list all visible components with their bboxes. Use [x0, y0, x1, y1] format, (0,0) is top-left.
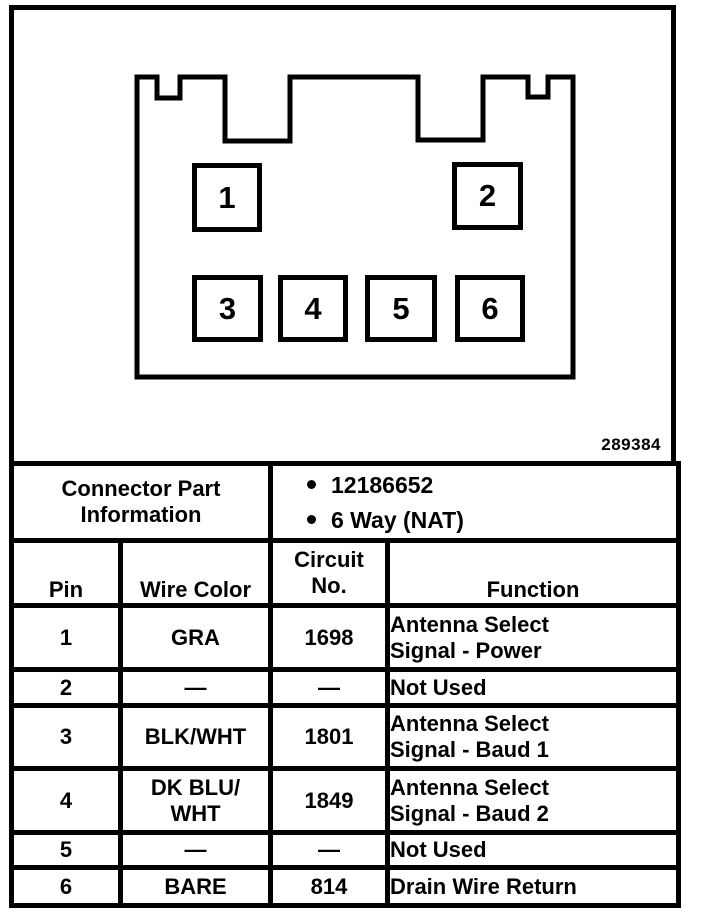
table-header-row: Pin Wire Color Circuit No. Function — [9, 538, 682, 608]
connector-type-bullet: 6 Way (NAT) — [307, 506, 674, 533]
function-cell: Antenna Select Signal - Baud 2 — [384, 766, 682, 835]
pin-4-label: 4 — [304, 290, 322, 326]
connector-outline — [134, 74, 576, 380]
header-function: Function — [384, 538, 682, 608]
pin-5-cavity: 5 — [365, 275, 437, 342]
table-row: 2 — — Not Used — [9, 667, 682, 708]
wire-color-cell: GRA — [118, 603, 273, 672]
pin-cell: 5 — [9, 830, 123, 870]
part-number-bullet: 12186652 — [307, 471, 674, 498]
function-cell: Not Used — [384, 830, 682, 870]
function-cell: Antenna Select Signal - Baud 1 — [384, 703, 682, 771]
pin-cell: 4 — [9, 766, 123, 835]
pin-1-label: 1 — [218, 179, 236, 215]
pin-5-label: 5 — [392, 290, 410, 326]
part-info-label: Connector Part Information — [61, 476, 221, 527]
wire-color-cell: — — [118, 667, 273, 708]
table-row: 5 — — Not Used — [9, 830, 682, 870]
pin-cell: 3 — [9, 703, 123, 771]
wire-color-cell: DK BLU/ WHT — [118, 766, 273, 835]
header-circuit-no: Circuit No. — [268, 538, 390, 608]
pin-4-cavity: 4 — [278, 275, 348, 342]
part-number: 12186652 — [331, 471, 434, 498]
header-pin: Pin — [9, 538, 123, 608]
header-wire-color: Wire Color — [118, 538, 273, 608]
table-row: 1 GRA 1698 Antenna Select Signal - Power — [9, 603, 682, 672]
part-info-values-cell: 12186652 6 Way (NAT) — [267, 461, 682, 543]
function-cell: Not Used — [384, 667, 682, 708]
pin-6-label: 6 — [481, 290, 499, 326]
wire-color-cell: BARE — [118, 865, 273, 908]
pinout-table: Connector Part Information 12186652 6 Wa… — [9, 461, 682, 908]
circuit-cell: 814 — [268, 865, 390, 908]
wire-color-cell: BLK/WHT — [118, 703, 273, 771]
pin-2-label: 2 — [478, 178, 497, 213]
pin-2-cavity: 2 — [452, 162, 523, 230]
pin-6-cavity: 6 — [455, 275, 525, 342]
wire-color-cell: — — [118, 830, 273, 870]
circuit-cell: 1801 — [268, 703, 390, 771]
function-cell: Drain Wire Return — [384, 865, 682, 908]
circuit-cell: 1698 — [268, 603, 390, 672]
pin-3-label: 3 — [218, 290, 237, 326]
function-cell: Antenna Select Signal - Power — [384, 603, 682, 672]
connector-type: 6 Way (NAT) — [331, 506, 464, 533]
pin-cell: 6 — [9, 865, 123, 908]
figure-number: 289384 — [601, 435, 661, 454]
part-info-bullet-list: 12186652 6 Way (NAT) — [276, 471, 674, 533]
table-row: 6 BARE 814 Drain Wire Return — [9, 865, 682, 908]
part-info-row: Connector Part Information 12186652 6 Wa… — [9, 461, 682, 543]
table-row: 3 BLK/WHT 1801 Antenna Select Signal - B… — [9, 703, 682, 771]
pin-3-cavity: 3 — [192, 275, 263, 342]
table-row: 4 DK BLU/ WHT 1849 Antenna Select Signal… — [9, 766, 682, 835]
pin-cell: 2 — [9, 667, 123, 708]
circuit-cell: — — [268, 830, 390, 870]
diagram-frame: 1 2 3 4 5 6 289384 — [9, 5, 676, 461]
pin-cell: 1 — [9, 603, 123, 672]
part-info-cell: Connector Part Information — [9, 461, 273, 543]
pin-1-cavity: 1 — [192, 163, 262, 232]
circuit-cell: — — [268, 667, 390, 708]
circuit-cell: 1849 — [268, 766, 390, 835]
